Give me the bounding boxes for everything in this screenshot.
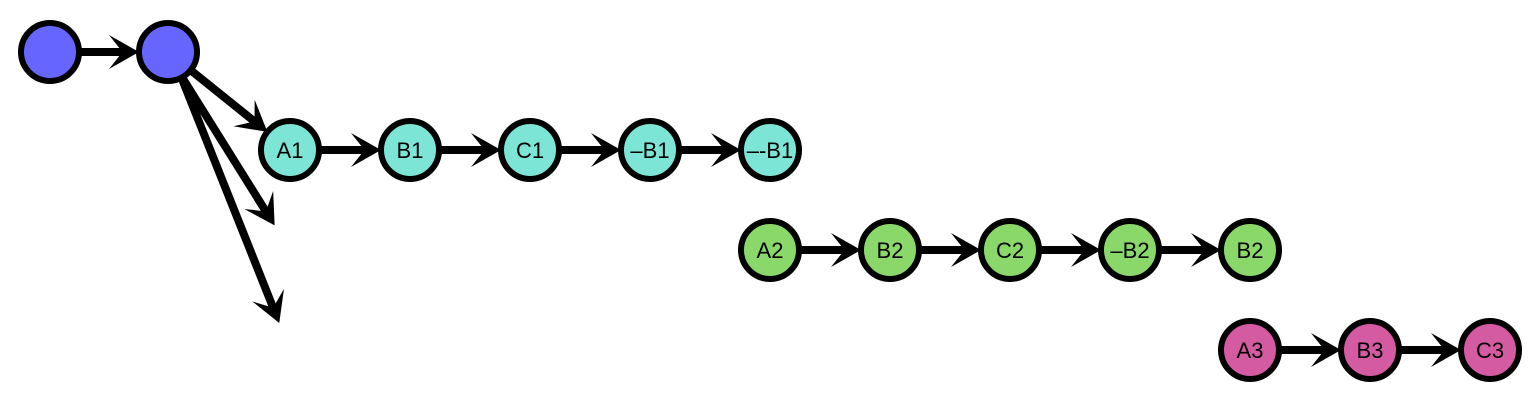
arrow-head-icon: [1311, 333, 1341, 367]
node-b2: B2: [858, 218, 922, 282]
node-label: A2: [757, 238, 784, 263]
node-a2: A2: [738, 218, 802, 282]
node-circle: [618, 118, 682, 182]
node-a1: A1: [258, 118, 322, 182]
arrow-head-icon: [244, 190, 275, 226]
node-root-b: [136, 20, 200, 84]
arrow-head-icon: [233, 99, 268, 132]
node-b1: B1: [378, 118, 442, 182]
node-b3: B3: [1338, 318, 1402, 382]
node-c1: C1: [498, 118, 562, 182]
node-circle: [498, 118, 562, 182]
node-circle: [1338, 318, 1402, 382]
arrow-head-icon: [471, 133, 501, 167]
arrow-head-icon: [951, 233, 981, 267]
node-label: C3: [1476, 338, 1504, 363]
edge-root-b-to-a3: [176, 72, 284, 324]
node-label: A1: [277, 138, 304, 163]
node-c2: C2: [978, 218, 1042, 282]
node-root-a: [18, 20, 82, 84]
node-label: B3: [1357, 338, 1384, 363]
node-nnb1: –-B1: [738, 118, 802, 182]
node-circle: [1218, 218, 1282, 282]
arrow-head-icon: [1191, 233, 1221, 267]
node-nb1: –B1: [618, 118, 682, 182]
node-label: B2: [877, 238, 904, 263]
node-c3: C3: [1458, 318, 1522, 382]
node-label: –B1: [630, 138, 669, 163]
node-circle: [18, 20, 82, 84]
arrow-head-icon: [252, 288, 284, 324]
node-circle: [738, 218, 802, 282]
node-label: –-B1: [747, 138, 793, 163]
node-label: –B2: [1110, 238, 1149, 263]
node-circle: [258, 118, 322, 182]
node-nb2: –B2: [1098, 218, 1162, 282]
arrow-head-icon: [351, 133, 381, 167]
node-label: C1: [516, 138, 544, 163]
node-label: A3: [1237, 338, 1264, 363]
arrow-head-icon: [711, 133, 741, 167]
node-label: B2: [1237, 238, 1264, 263]
node-circle: [1218, 318, 1282, 382]
node-circle: [1098, 218, 1162, 282]
node-label: C2: [996, 238, 1024, 263]
node-b2b: B2: [1218, 218, 1282, 282]
node-circle: [136, 20, 200, 84]
arrow-head-icon: [591, 133, 621, 167]
edge-root-b-to-a2: [176, 71, 275, 226]
node-circle: [978, 218, 1042, 282]
node-circle: [738, 118, 802, 182]
arrow-head-icon: [1431, 333, 1461, 367]
arrow-head-icon: [831, 233, 861, 267]
node-label: B1: [397, 138, 424, 163]
node-circle: [378, 118, 442, 182]
node-a3: A3: [1218, 318, 1282, 382]
arrow-head-icon: [109, 35, 139, 69]
edges-layer: [50, 35, 1461, 367]
node-circle: [858, 218, 922, 282]
arrow-head-icon: [1071, 233, 1101, 267]
node-circle: [1458, 318, 1522, 382]
